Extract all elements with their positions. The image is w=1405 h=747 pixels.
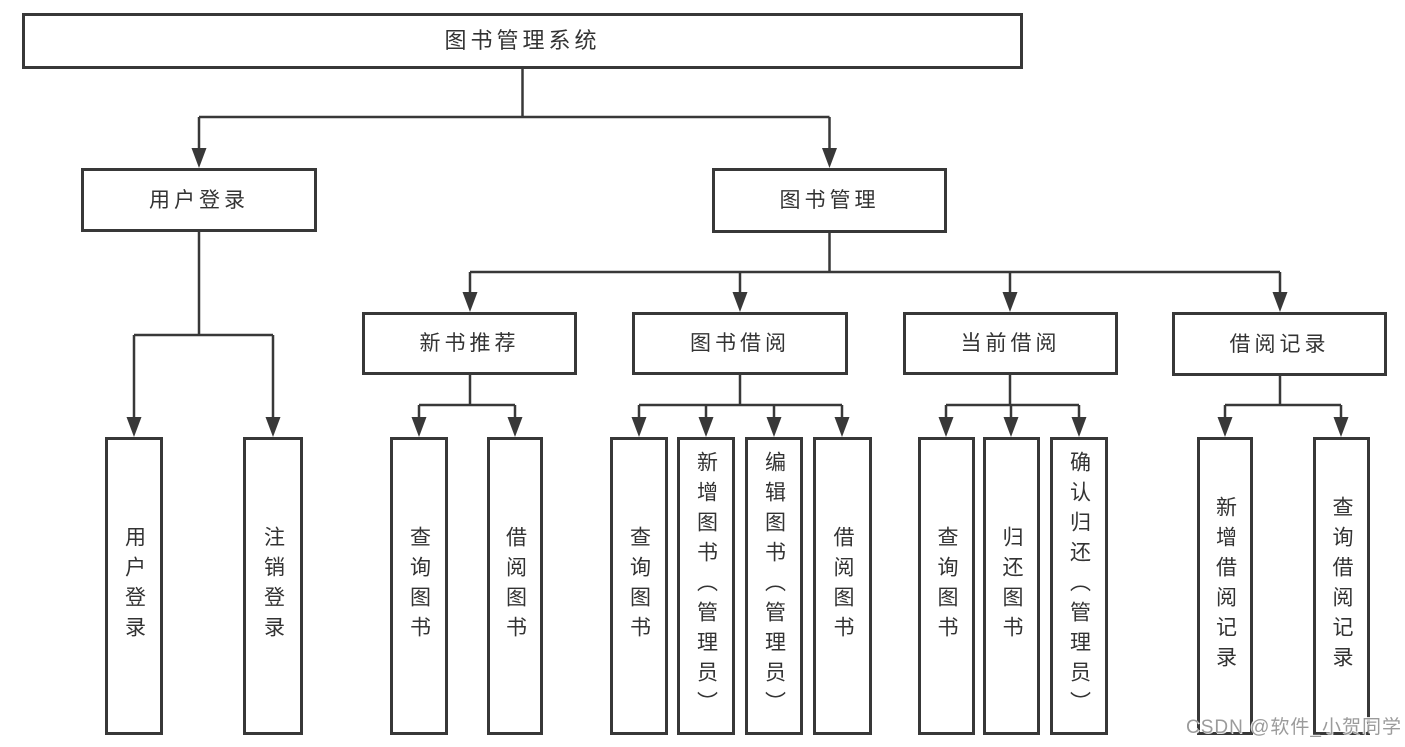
arrowhead-icon [411,417,427,437]
node-user-login: 用户登录 [81,168,317,232]
node-new-book-recommend-label: 新书推荐 [419,332,520,355]
leaf-recommend-query-books: 查询图书 [390,437,448,735]
watermark: CSDN @软件_小贺同学 [1186,717,1402,738]
leaf-borrowing-borrow-books-label: 借阅图书 [831,526,854,646]
leaf-confirm-return-admin-label: 确认归还（管理员） [1067,451,1091,721]
node-current-borrowing-label: 当前借阅 [960,332,1061,355]
node-root: 图书管理系统 [22,13,1023,69]
node-new-book-recommend: 新书推荐 [362,312,577,375]
leaf-user-login: 用户登录 [105,437,163,735]
arrowhead-icon [822,148,837,168]
node-book-borrowing-label: 图书借阅 [690,332,790,355]
connector-line [944,375,1081,423]
leaf-current-query-books: 查询图书 [918,437,975,735]
connector-line [1223,376,1343,423]
leaf-add-borrow-record: 新增借阅记录 [1197,437,1253,735]
leaf-edit-books-admin: 编辑图书（管理员） [745,437,803,735]
arrowhead-icon [698,417,714,437]
arrowhead-icon [507,417,523,437]
leaf-return-books-label: 归还图书 [1000,526,1023,646]
arrowhead-icon [1002,292,1018,312]
connector-line [132,232,275,423]
arrowhead-icon [732,292,748,312]
leaf-borrowing-borrow-books: 借阅图书 [813,437,872,735]
arrowhead-icon [834,417,850,437]
connector-line [417,375,517,423]
arrowhead-icon [1071,417,1087,437]
leaf-borrowing-query-books: 查询图书 [610,437,668,735]
arrowhead-icon [938,417,954,437]
arrowhead-icon [1333,417,1349,437]
leaf-borrowing-query-books-label: 查询图书 [627,526,651,646]
node-borrowing-records-label: 借阅记录 [1229,332,1330,356]
node-book-management: 图书管理 [712,168,947,233]
leaf-add-books-admin: 新增图书（管理员） [677,437,735,735]
connector-line [197,69,831,154]
leaf-recommend-borrow-books: 借阅图书 [487,437,543,735]
node-book-borrowing: 图书借阅 [632,312,848,375]
leaf-edit-books-admin-label: 编辑图书（管理员） [762,451,786,721]
arrowhead-icon [766,417,782,437]
leaf-add-books-admin-label: 新增图书（管理员） [694,451,718,721]
leaf-logout-label: 注销登录 [261,526,285,646]
leaf-logout: 注销登录 [243,437,303,735]
leaf-user-login-label: 用户登录 [122,526,146,646]
connector-line [468,233,1282,298]
node-user-login-label: 用户登录 [149,188,249,212]
leaf-return-books: 归还图书 [983,437,1040,735]
leaf-recommend-borrow-books-label: 借阅图书 [503,526,527,646]
node-borrowing-records: 借阅记录 [1172,312,1387,376]
leaf-add-borrow-record-label: 新增借阅记录 [1213,496,1237,676]
node-current-borrowing: 当前借阅 [903,312,1118,375]
arrowhead-icon [462,292,478,312]
node-root-label: 图书管理系统 [444,28,601,53]
leaf-query-borrow-record: 查询借阅记录 [1313,437,1370,735]
leaf-current-query-books-label: 查询图书 [935,526,958,646]
arrowhead-icon [1217,417,1233,437]
node-book-management-label: 图书管理 [779,189,880,212]
arrowhead-icon [1003,417,1019,437]
arrowhead-icon [126,417,142,437]
leaf-recommend-query-books-label: 查询图书 [407,526,431,646]
leaf-query-borrow-record-label: 查询借阅记录 [1330,496,1353,676]
connector-line [637,375,844,423]
arrowhead-icon [1272,292,1288,312]
arrowhead-icon [631,417,647,437]
arrowhead-icon [191,148,207,168]
leaf-confirm-return-admin: 确认归还（管理员） [1050,437,1108,735]
arrowhead-icon [265,417,281,437]
